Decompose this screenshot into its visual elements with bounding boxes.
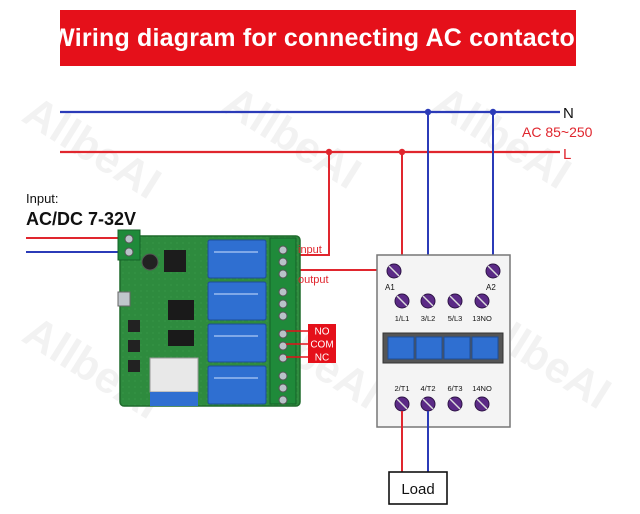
button <box>128 340 140 352</box>
button <box>128 360 140 372</box>
live-label: L <box>563 146 571 163</box>
terminal-label: 2/T1 <box>394 384 409 393</box>
contact-tags: NO COM NC <box>286 324 336 364</box>
coil-label-a2: A2 <box>486 283 496 292</box>
antenna <box>150 392 198 406</box>
com-tag: COM <box>310 340 333 351</box>
terminal-label: 3/L2 <box>421 314 436 323</box>
ac-contactor: A1 A2 1/L1 3/L2 5/L3 13NO 2 <box>376 254 511 428</box>
ic-chip <box>168 330 194 346</box>
load-box <box>388 471 448 505</box>
neutral-label: N <box>563 105 574 122</box>
terminal-label: 5/L3 <box>448 314 463 323</box>
terminal-label: 6/T3 <box>447 384 462 393</box>
relay-2 <box>207 281 267 321</box>
watermark-text: AllbeAI <box>215 77 370 199</box>
relay-board <box>117 229 301 407</box>
relay-4 <box>207 365 267 405</box>
terminal-label: 1/L1 <box>395 314 410 323</box>
input-label: Input: <box>26 191 59 206</box>
load-label: Load <box>401 481 434 498</box>
terminal-label: 13NO <box>472 314 492 323</box>
relay-1 <box>207 239 267 279</box>
no-tag: NO <box>315 327 330 338</box>
inductor <box>164 250 186 272</box>
ic-chip <box>168 300 194 320</box>
usb-port <box>117 291 131 307</box>
terminal-label: 4/T2 <box>420 384 435 393</box>
capacitor <box>141 253 159 271</box>
input-voltage: AC/DC 7-32V <box>26 209 136 229</box>
wifi-module <box>149 357 199 393</box>
terminal-label: 14NO <box>472 384 492 393</box>
voltage-label: AC 85~250 <box>522 124 593 140</box>
title-banner: Wiring diagram for connecting AC contact… <box>51 10 585 66</box>
relay-output-tag: output <box>298 274 329 286</box>
power-terminal-block <box>117 229 141 261</box>
button <box>128 320 140 332</box>
relay-3 <box>207 323 267 363</box>
page-title: Wiring diagram for connecting AC contact… <box>51 23 585 52</box>
relay-input-tag: input <box>298 244 322 256</box>
nc-tag: NC <box>315 353 329 364</box>
coil-label-a1: A1 <box>385 283 395 292</box>
